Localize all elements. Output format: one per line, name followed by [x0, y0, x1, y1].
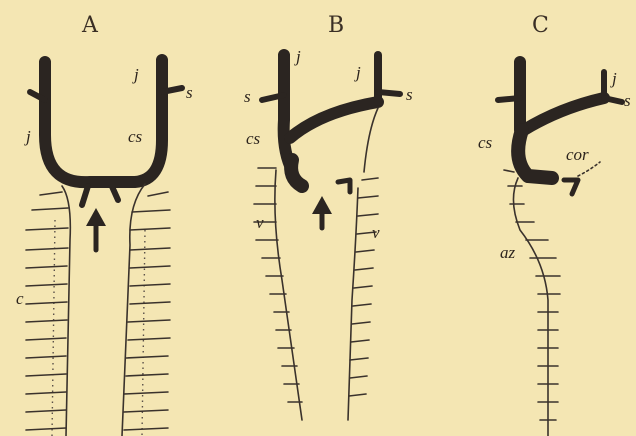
panel-a-left-dotted [52, 220, 55, 436]
panel-c-label-cs: cs [478, 133, 493, 152]
panel-b-letter: B [328, 13, 344, 38]
panel-a-label-j-left: j [24, 127, 31, 146]
panel-c-right-branch [604, 98, 622, 102]
panel-b-right-branch [378, 92, 400, 94]
panel-b-label-j-right: j [354, 63, 361, 82]
panel-b: B j j s s cs v v [244, 13, 413, 420]
panel-c: C j s cs cor az [478, 13, 631, 436]
panel-b-label-s-right: s [406, 85, 413, 104]
panel-c-cross-vein [524, 98, 604, 130]
panel-c-label-j: j [610, 69, 617, 88]
panel-b-arrow-head [312, 196, 332, 214]
panel-a-right-dotted [142, 230, 145, 436]
panel-a: A j s j cs c [16, 13, 193, 436]
panel-b-right-tube [348, 188, 358, 420]
panel-a-right-tube [122, 184, 145, 436]
panel-b-label-v-right: v [372, 223, 380, 242]
panel-a-letter: A [81, 13, 99, 38]
panel-c-letter: C [532, 13, 549, 38]
panel-b-left-tube [275, 170, 302, 420]
panel-b-right-thin [364, 108, 378, 172]
panel-a-left-opening [82, 186, 88, 205]
panel-c-cor-dotted [578, 162, 600, 176]
panel-a-label-s: s [186, 83, 193, 102]
panel-b-cs-end [291, 160, 302, 186]
panel-c-label-s: s [624, 91, 631, 110]
panel-b-label-v-left: v [256, 213, 264, 232]
panel-a-label-cs: cs [128, 127, 143, 146]
panel-a-label-j-right: j [132, 65, 139, 84]
panel-c-label-az: az [500, 243, 516, 262]
panel-c-cs-curve [518, 130, 552, 178]
panel-b-left-jugular [284, 55, 292, 170]
panel-c-ticks [504, 170, 560, 420]
panel-b-label-s-left: s [244, 87, 251, 106]
panel-a-arrow-head [86, 208, 106, 226]
panel-a-right-branch [162, 88, 182, 92]
panel-a-left-ticks [26, 192, 68, 430]
panel-c-left-branch [498, 98, 520, 100]
panel-b-right-opening [338, 180, 350, 192]
panel-b-cross-vein [290, 102, 378, 138]
panel-b-label-j-left: j [294, 47, 301, 66]
panel-b-label-cs: cs [246, 129, 261, 148]
panel-a-right-ticks [124, 192, 170, 430]
panel-a-u-vein [45, 60, 162, 182]
panel-a-label-c: c [16, 289, 24, 308]
panel-c-azygos [513, 178, 548, 436]
panel-c-label-cor: cor [566, 145, 589, 164]
panel-c-cor-end [564, 180, 578, 194]
panel-a-left-tube [62, 186, 70, 436]
